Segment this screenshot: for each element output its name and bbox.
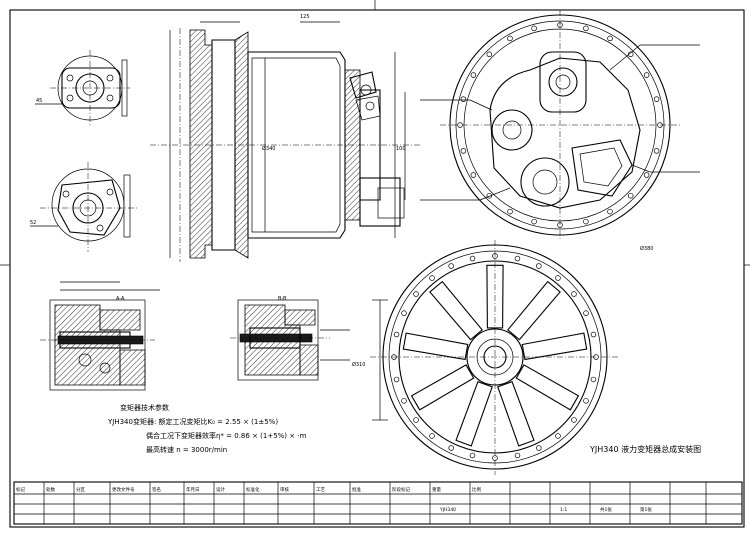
bolt-hole (514, 452, 521, 459)
bolt-hole (448, 445, 454, 451)
bolt-hole (653, 96, 660, 102)
title-block-sheet-no: 第1张 (640, 506, 652, 513)
dimension-mount: 52 (30, 220, 36, 226)
title-block-header: 批准 (352, 486, 361, 493)
bolt-hole (571, 417, 577, 423)
title-block-header: 标准化 (246, 486, 260, 493)
impeller-spoke (410, 364, 475, 411)
bolt-hole (583, 218, 589, 225)
converter-side-view (150, 21, 420, 262)
bolt-hole (590, 331, 597, 338)
impeller-spoke (521, 332, 588, 361)
title-block-model: YJH340 (439, 507, 456, 513)
bolt-hole (643, 172, 650, 178)
bolt-hole (470, 72, 477, 78)
title-block-header: 分区 (76, 486, 85, 493)
bolt-hole (607, 208, 613, 215)
impeller-spoke-view (370, 240, 620, 475)
bolt-hole (401, 398, 407, 404)
bolt-hole (536, 445, 542, 451)
bolt-hole (583, 398, 589, 404)
title-block-header: 阶段标记 (392, 486, 410, 493)
bolt-hole (448, 263, 454, 269)
bolt-hole (531, 25, 537, 32)
bolt-hole (643, 72, 650, 78)
impeller-spoke (507, 280, 561, 341)
dimension-main-dia: Ø340 (262, 145, 275, 152)
title-block-header: 重量 (432, 486, 441, 493)
spec-line-1: YJH340变矩器: 额定工况变矩比K₀ = 2.55 × (1±5%) (107, 417, 278, 426)
bolt-hole (583, 310, 589, 316)
title-block-header: 签名 (152, 486, 161, 493)
impeller-spoke (515, 364, 580, 411)
bolt-hole (571, 291, 577, 297)
section-b-b (230, 299, 350, 381)
bolt-hole (507, 35, 513, 42)
title-block-header: 设计 (216, 486, 225, 493)
bolt-hole (429, 433, 435, 439)
bolt-hole (536, 263, 542, 269)
bolt-hole (470, 172, 477, 178)
section-label-a: A-A (116, 296, 125, 302)
bolt-hole (514, 255, 521, 262)
bolt-hole (486, 51, 493, 58)
title-block-sheets: 共1张 (600, 506, 612, 513)
bolt-hole (555, 275, 561, 281)
bolt-hole (413, 417, 419, 423)
dimension-length: 125 (300, 14, 310, 20)
spec-line-2: 偶合工况下变矩器效率η* = 0.86 × (1+5%) × ·m (146, 431, 307, 440)
title-block-header: 标记 (16, 486, 25, 493)
bolt-hole (627, 192, 634, 199)
bolt-hole (460, 96, 467, 102)
bolt-hole (583, 25, 589, 32)
impeller-spoke (455, 380, 493, 447)
bolt-hole (507, 208, 513, 215)
drawing-title: YJH340 液力变矩器总成安装图 (589, 444, 701, 454)
spec-line-3: 最高转速 n = 3000r/min (146, 445, 227, 454)
section-label-b: B-B (278, 296, 287, 302)
bolt-hole (460, 148, 467, 154)
bolt-hole (393, 331, 400, 338)
bolt-hole (607, 35, 613, 42)
bolt-hole (555, 433, 561, 439)
title-block-scale: 1:1 (560, 507, 567, 513)
title-block-header: 比例 (472, 486, 481, 493)
bolt-hole (393, 376, 400, 383)
title-block-header: 审核 (280, 486, 289, 493)
dimension-height: 100 (396, 146, 406, 152)
title-block-header: 年月日 (186, 486, 200, 493)
bolt-hole (429, 275, 435, 281)
dimension-outer-dia: Ø380 (640, 245, 653, 252)
bolt-hole (469, 255, 476, 262)
bolt-hole (486, 192, 493, 199)
title-block (13, 481, 743, 525)
title-block-header: 工艺 (316, 487, 325, 493)
impeller-spoke (486, 264, 504, 329)
bolt-hole (590, 376, 597, 383)
impeller-spoke (429, 280, 483, 341)
title-block-header: 更改文件号 (112, 486, 135, 493)
bolt-hole (653, 148, 660, 154)
converter-end-view (420, 10, 700, 240)
impeller-spoke (402, 332, 469, 361)
pump-mount-view (30, 162, 138, 252)
spec-title: 变矩器技术参数 (120, 403, 169, 412)
pump-flange-view (35, 50, 130, 126)
drawing-border (9, 9, 745, 528)
bolt-hole (413, 291, 419, 297)
dimension-spoke-dia: Ø310 (352, 361, 365, 368)
bolt-hole (531, 218, 537, 225)
bolt-hole (469, 452, 476, 459)
bolt-hole (401, 310, 407, 316)
dimension-flange: 45 (36, 98, 42, 104)
impeller-spoke (497, 380, 535, 447)
title-block-header: 处数 (46, 486, 55, 493)
section-a-a (40, 281, 160, 391)
